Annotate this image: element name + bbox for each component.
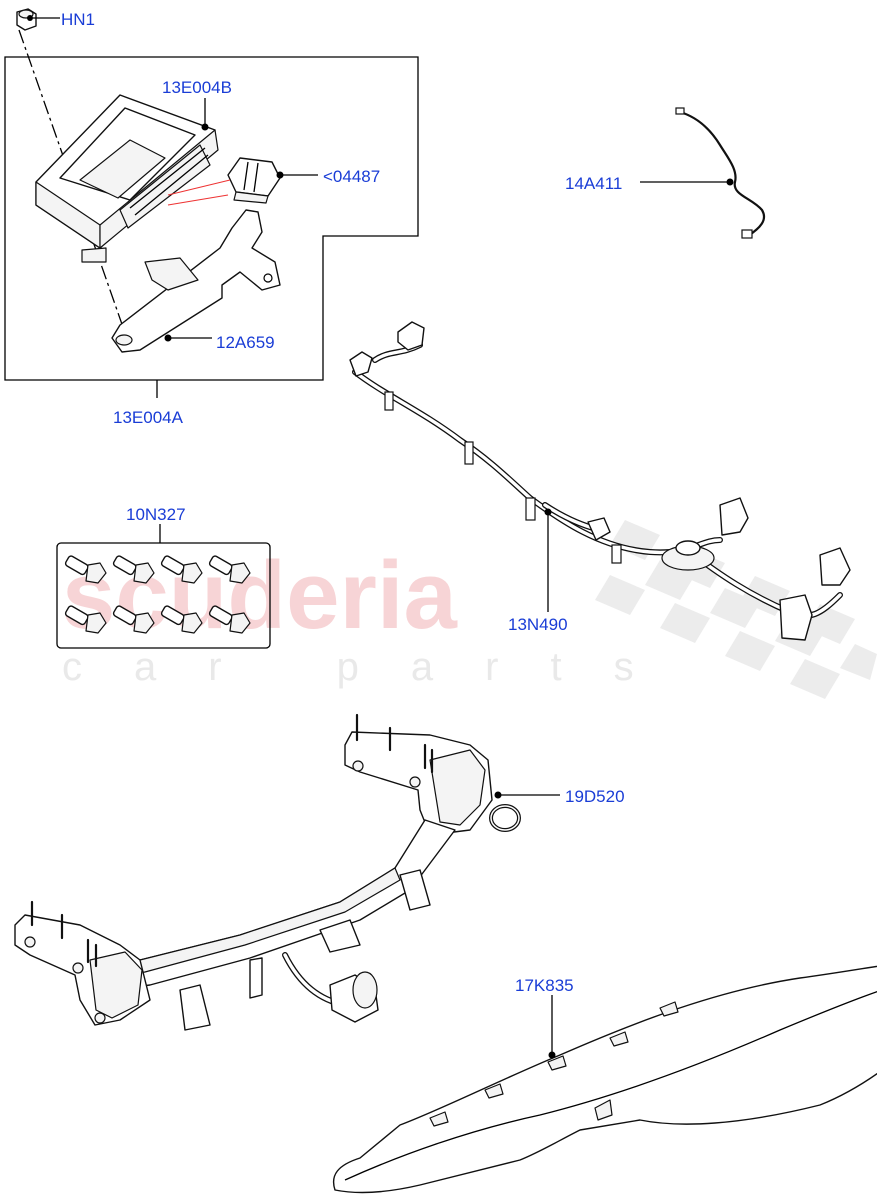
bumper-cover-17k835[interactable] [333, 960, 877, 1194]
watermark: scuderia car parts [62, 520, 877, 699]
label-14a411: 14A411 [565, 174, 622, 193]
label-17k835: 17K835 [515, 976, 574, 995]
label-12a659: 12A659 [216, 333, 275, 352]
bolts-row-1 [64, 555, 251, 584]
label-13n490: 13N490 [508, 615, 568, 634]
label-10n327: 10N327 [126, 505, 186, 524]
label-hn1: HN1 [61, 10, 95, 29]
label-13e004b: 13E004B [162, 78, 232, 97]
bolt-kit-10n327[interactable] [56, 542, 271, 649]
label-13e004a: 13E004A [113, 408, 184, 427]
bracket-12a659[interactable] [111, 209, 281, 353]
trailer-module-13e004b[interactable] [35, 94, 219, 263]
watermark-brand: scuderia [62, 542, 457, 649]
label-19d520: 19D520 [565, 787, 625, 806]
tow-bar-19d520[interactable] [14, 713, 521, 1031]
label-04487: <04487 [323, 167, 380, 186]
module-kit-outline [4, 56, 419, 398]
watermark-tagline: car parts [62, 645, 686, 689]
harness-14a411[interactable] [675, 107, 766, 239]
bolts-row-2 [64, 605, 251, 634]
nut-hn1[interactable] [16, 8, 37, 31]
harness-13n490[interactable] [349, 321, 851, 641]
checkered-flag-watermark [595, 520, 877, 699]
connector-04487[interactable] [227, 157, 284, 204]
